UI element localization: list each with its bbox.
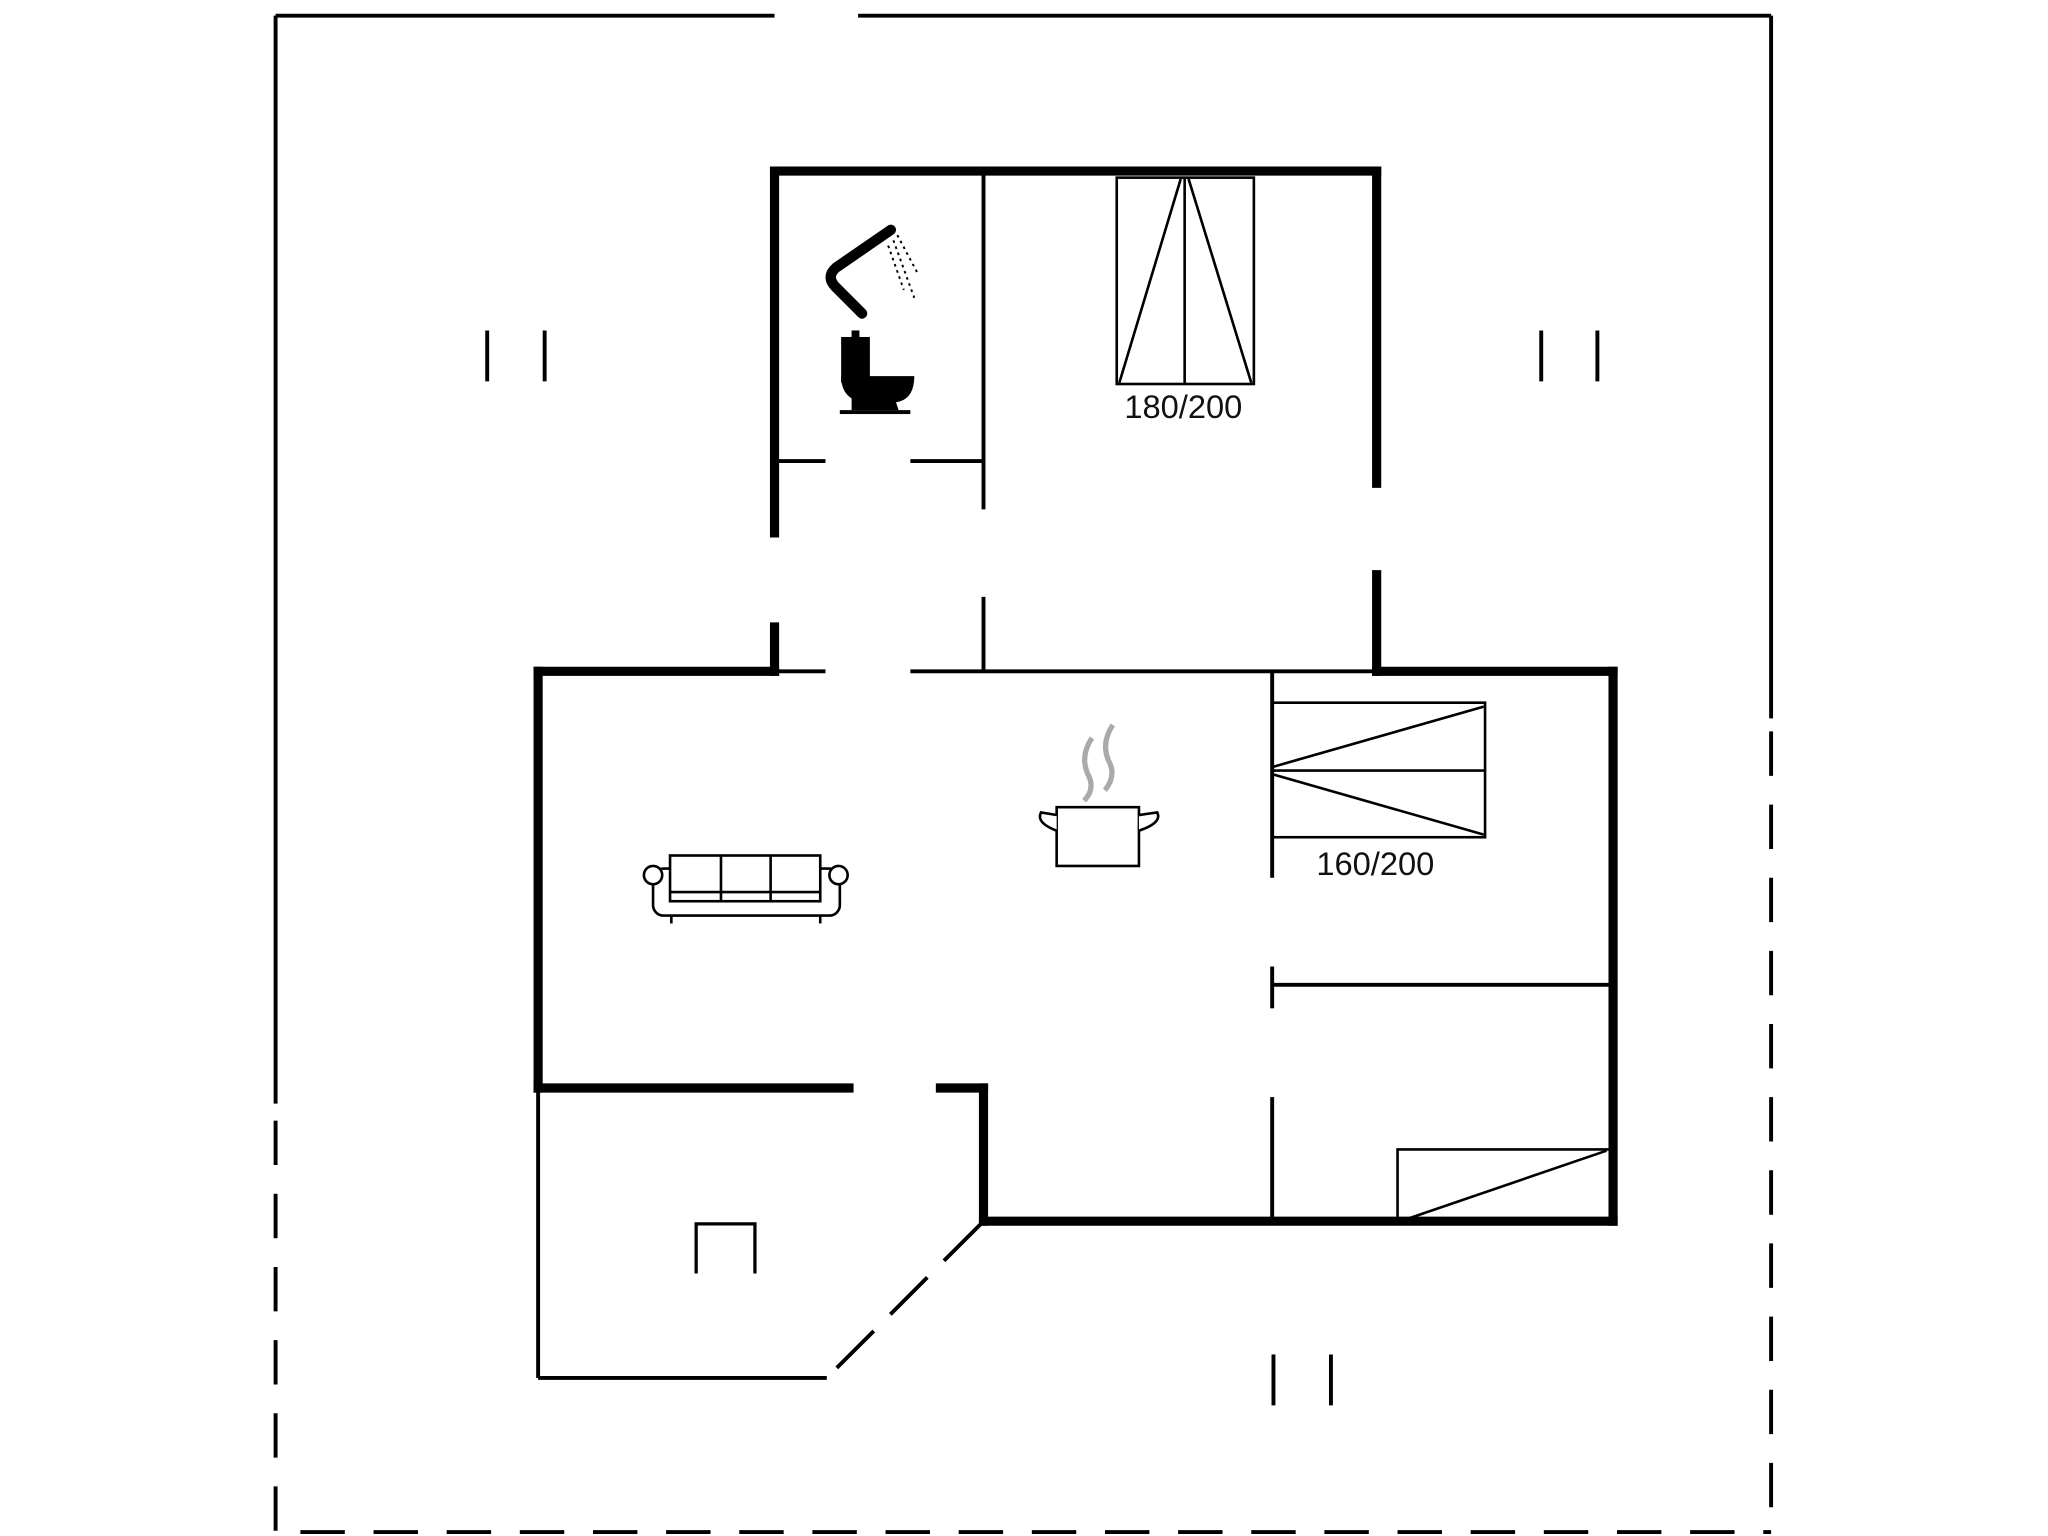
- toilet-icon: [839, 330, 915, 415]
- exterior-walls: [533, 166, 1618, 1226]
- bed-size-label: 180/200: [1124, 388, 1242, 425]
- sofa-icon: [642, 854, 849, 924]
- bunk-bed: [1396, 1148, 1610, 1220]
- double-bed: [1270, 701, 1487, 839]
- fireplace-icon: [694, 1222, 757, 1274]
- window-marks: [485, 330, 1600, 1406]
- interior-walls: [536, 171, 1614, 1380]
- double-bed: [1115, 176, 1256, 386]
- bed-size-label: 160/200: [1316, 845, 1434, 882]
- cooking-pot-icon: [1038, 723, 1160, 868]
- shower-icon: [825, 224, 920, 319]
- terrace-outline: [273, 13, 1774, 1536]
